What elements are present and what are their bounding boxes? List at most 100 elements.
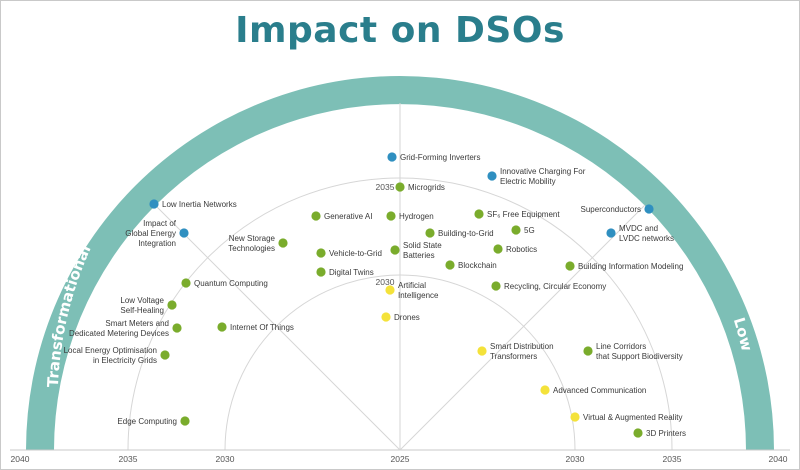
technology-label: Advanced Communication <box>553 386 646 395</box>
technology-label: Virtual & Augmented Reality <box>583 413 682 422</box>
technology-dot <box>172 323 182 333</box>
technology-dot <box>311 211 321 221</box>
technology-drones: Drones <box>381 312 420 322</box>
technology-advanced-communication: Advanced Communication <box>540 385 646 395</box>
technology-label: Building-to-Grid <box>438 229 494 238</box>
technology-dot <box>386 211 396 221</box>
technology-dot <box>570 412 580 422</box>
technology-label: 5G <box>524 226 535 235</box>
divider-high-transformational <box>154 204 401 451</box>
technology-label: 3D Printers <box>646 429 686 438</box>
technology-label: Generative AI <box>324 212 372 221</box>
technology-dot <box>387 152 397 162</box>
technology-dot <box>160 350 170 360</box>
technology-dot <box>493 244 503 254</box>
axis-label-left-2035: 2035 <box>119 454 138 464</box>
technology-dot <box>511 225 521 235</box>
technology-dot <box>167 300 177 310</box>
technology-dot <box>583 346 593 356</box>
technology-dot <box>491 281 501 291</box>
technology-blockchain: Blockchain <box>445 260 497 270</box>
technology-grid-forming-inverters: Grid-Forming Inverters <box>387 152 480 162</box>
technology-label: Grid-Forming Inverters <box>400 153 480 162</box>
technology-robotics: Robotics <box>493 244 537 254</box>
technology-label: Quantum Computing <box>194 279 268 288</box>
axis-label-left-2040: 2040 <box>11 454 30 464</box>
page-title: Impact on DSOs <box>235 10 565 51</box>
technology-label: SF₆ Free Equipment <box>487 210 560 219</box>
technology-recycling-circular-economy: Recycling, Circular Economy <box>491 281 606 291</box>
technology-label: Digital Twins <box>329 268 374 277</box>
axis-label-right-2035: 2035 <box>663 454 682 464</box>
technology-dot <box>487 171 497 181</box>
technology-label: Microgrids <box>408 183 445 192</box>
technology-5g: 5G <box>511 225 535 235</box>
technology-dot <box>395 182 405 192</box>
ring-label-2035: 2035 <box>376 182 395 192</box>
technology-dot <box>474 209 484 219</box>
technology-superconductors: Superconductors <box>581 204 654 214</box>
technology-dot <box>181 278 191 288</box>
technology-label: Edge Computing <box>117 417 177 426</box>
technology-dot <box>217 322 227 332</box>
technology-building-to-grid: Building-to-Grid <box>425 228 494 238</box>
technology-dot <box>381 312 391 322</box>
technology-building-information-modeling: Building Information Modeling <box>565 261 683 271</box>
technology-hydrogen: Hydrogen <box>386 211 434 221</box>
technology-internet-of-things: Internet Of Things <box>217 322 294 332</box>
technology-quantum-computing: Quantum Computing <box>181 278 268 288</box>
axis-label-center-2025: 2025 <box>391 454 410 464</box>
technology-vehicle-to-grid: Vehicle-to-Grid <box>316 248 382 258</box>
technology-sf-free-equipment: SF₆ Free Equipment <box>474 209 560 219</box>
technology-dot <box>633 428 643 438</box>
technology-dot <box>385 285 395 295</box>
technology-dot <box>644 204 654 214</box>
technology-dot <box>316 248 326 258</box>
technology-dot <box>316 267 326 277</box>
technology-dot <box>445 260 455 270</box>
ring-label-2030: 2030 <box>376 277 395 287</box>
technology-dot <box>149 199 159 209</box>
technology-dot <box>606 228 616 238</box>
technology-3d-printers: 3D Printers <box>633 428 686 438</box>
technology-dot <box>179 228 189 238</box>
technology-label: Robotics <box>506 245 537 254</box>
technology-virtual-augmented-reality: Virtual & Augmented Reality <box>570 412 682 422</box>
technology-label: Internet Of Things <box>230 323 294 332</box>
technology-dot <box>278 238 288 248</box>
technology-low-inertia-networks: Low Inertia Networks <box>149 199 237 209</box>
technology-dot <box>565 261 575 271</box>
technology-label: Vehicle-to-Grid <box>329 249 382 258</box>
technology-dot <box>390 245 400 255</box>
axis-label-right-2040: 2040 <box>769 454 788 464</box>
technology-label: Superconductors <box>581 205 641 214</box>
technology-generative-ai: Generative AI <box>311 211 372 221</box>
technology-label: Blockchain <box>458 261 497 270</box>
technology-dot <box>425 228 435 238</box>
technology-label: Low Inertia Networks <box>162 200 237 209</box>
technology-dot <box>540 385 550 395</box>
